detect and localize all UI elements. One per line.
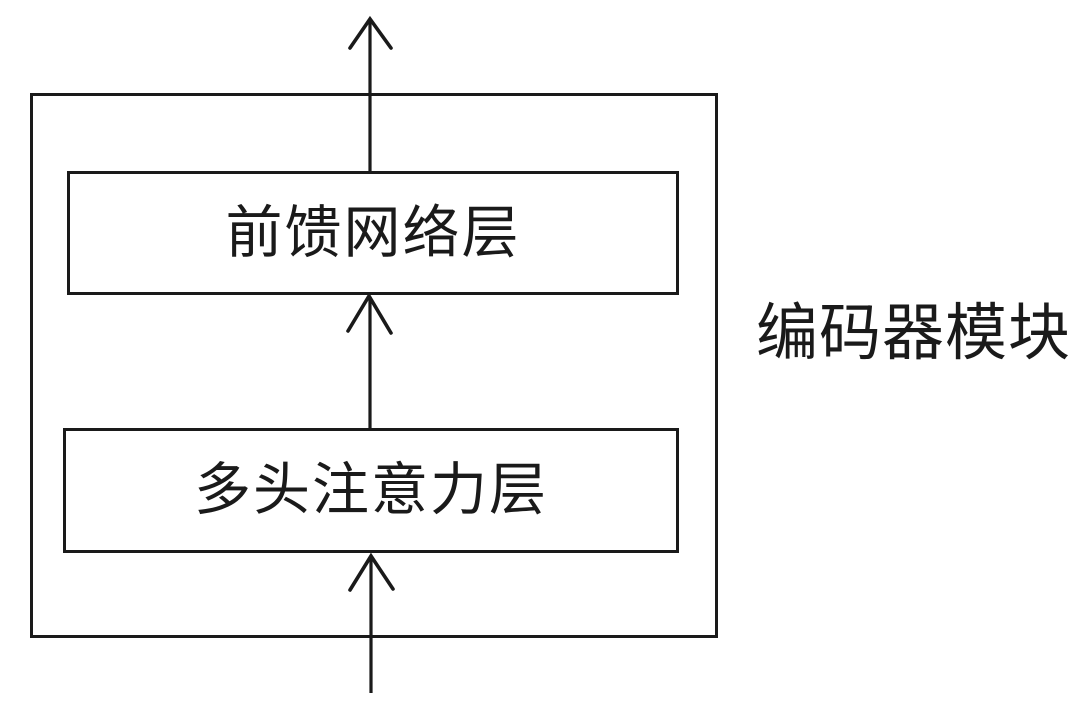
multi-head-attention-box: 多头注意力层 (63, 428, 679, 553)
attention-to-feedforward-arrow-up-icon (346, 292, 393, 428)
multi-head-attention-label: 多头注意力层 (194, 458, 548, 522)
encoder-module-label: 编码器模块 (756, 299, 1072, 368)
feed-forward-box: 前馈网络层 (67, 171, 679, 295)
encoder-module-outer-box (30, 93, 718, 638)
input-arrow-up-icon (348, 552, 395, 693)
feed-forward-label: 前馈网络层 (225, 200, 521, 265)
